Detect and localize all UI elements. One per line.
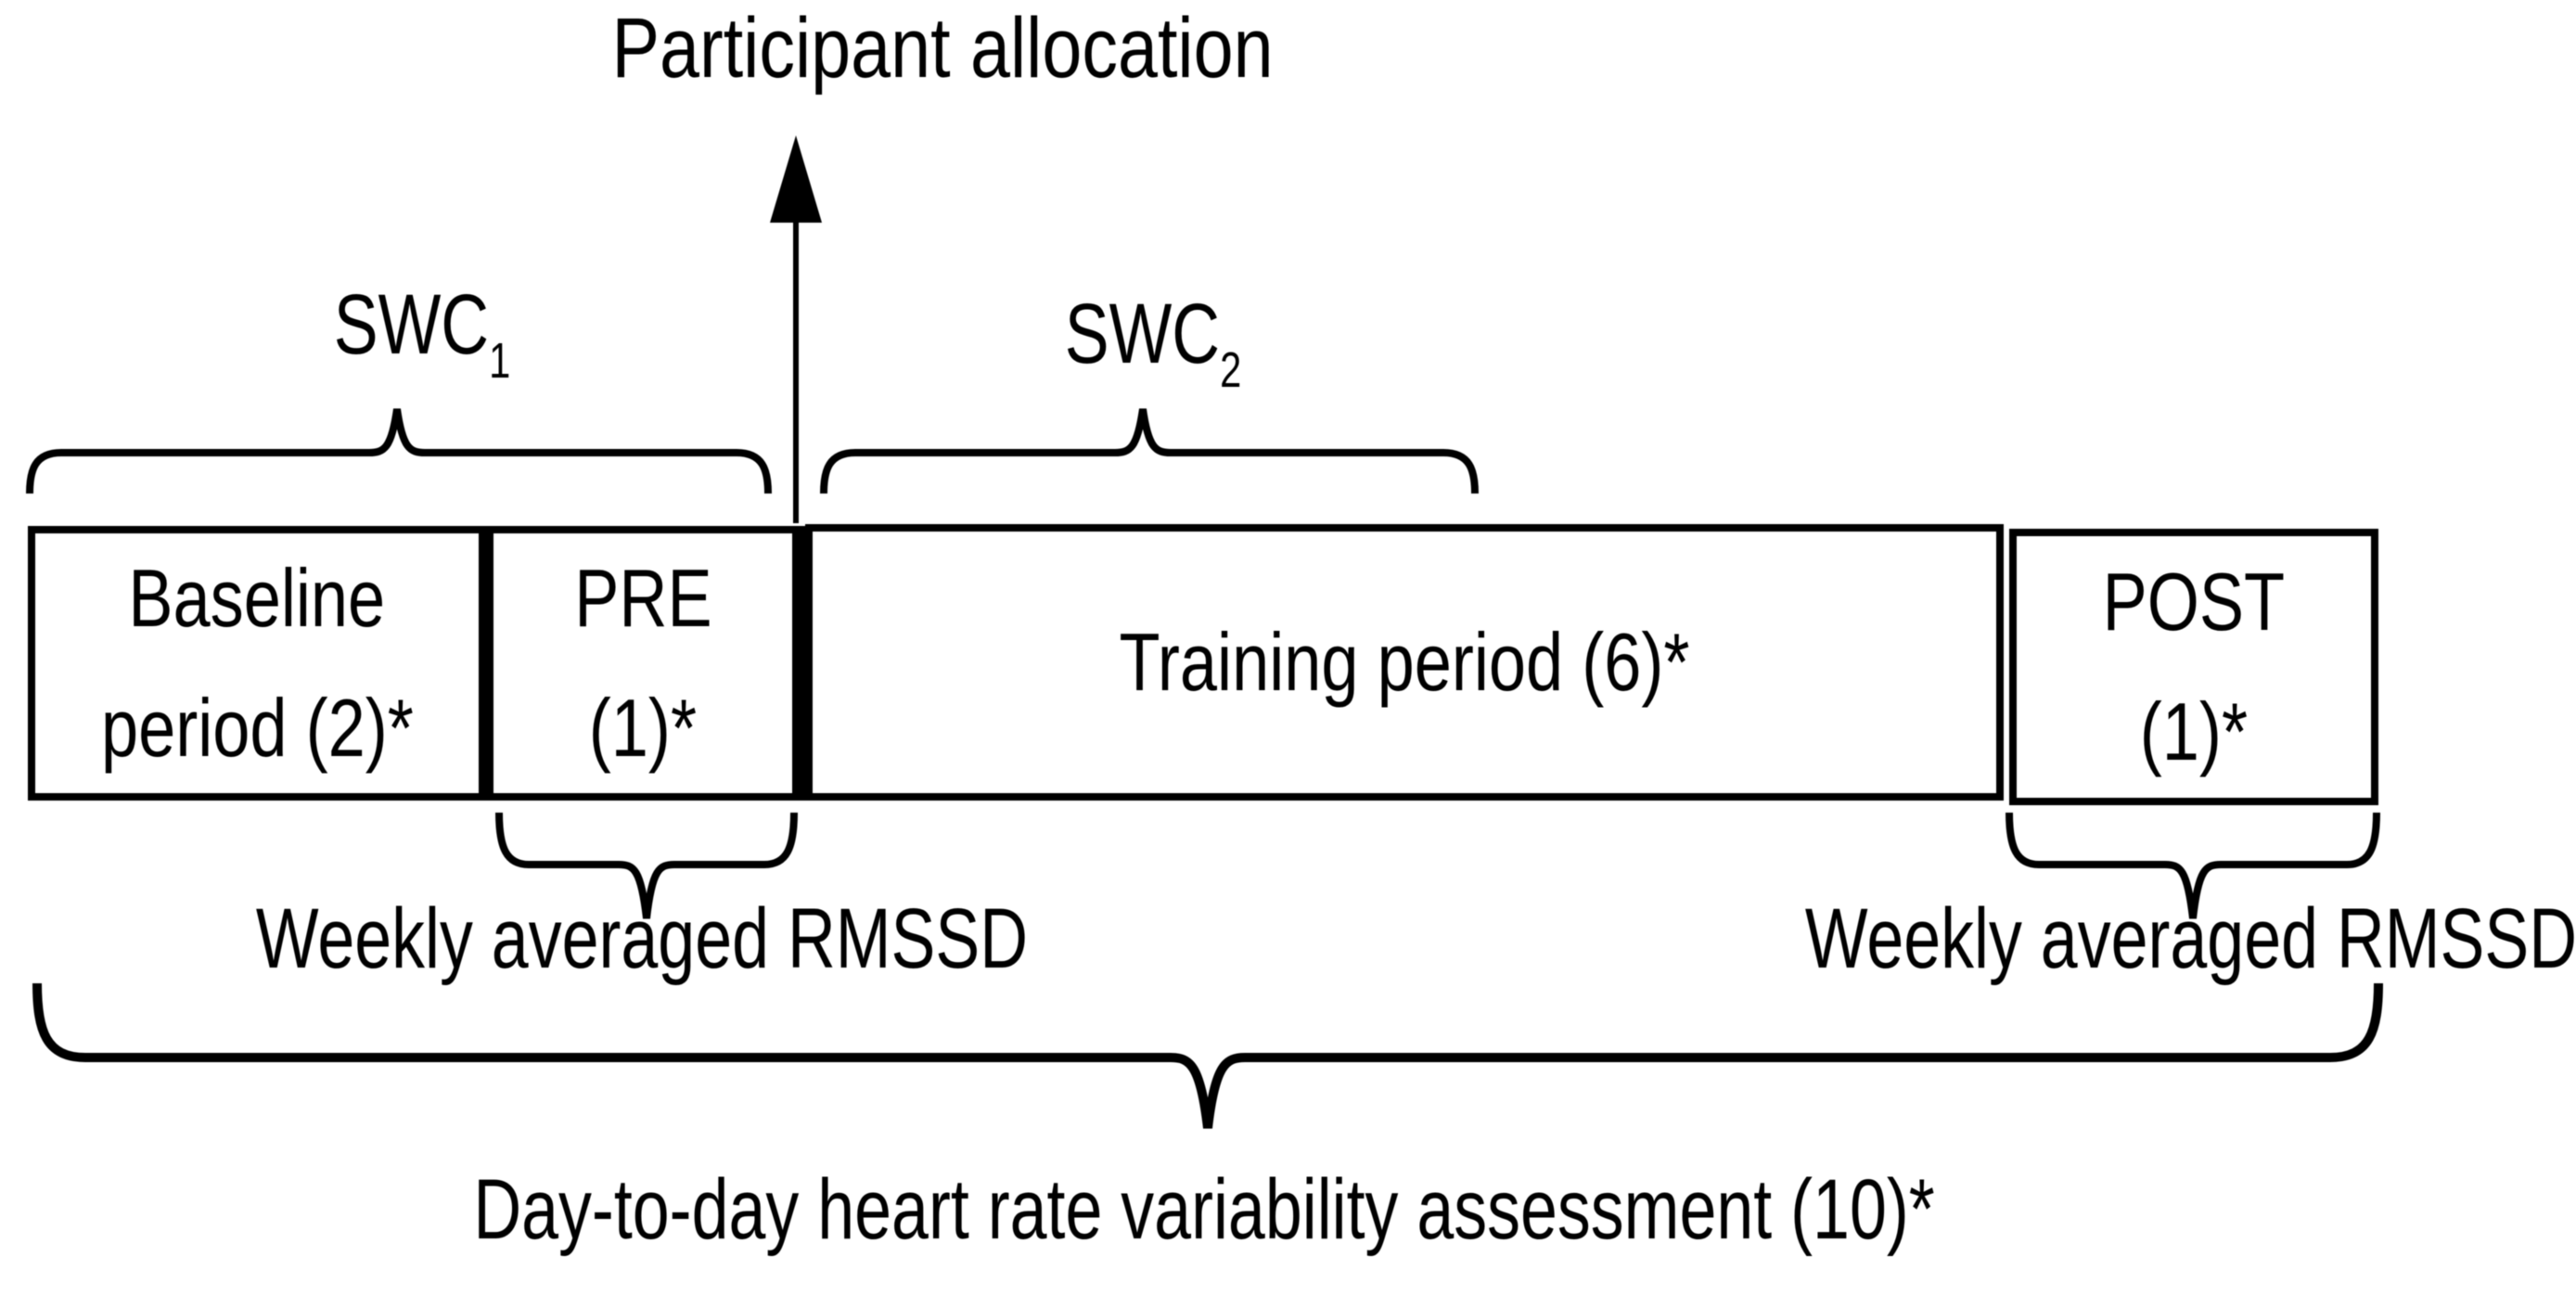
timeline-box-pre: PRE (1)* bbox=[486, 526, 800, 801]
pre-box-line2: (1)* bbox=[588, 682, 698, 774]
swc2-brace bbox=[820, 408, 1479, 494]
swc1-subscript: 1 bbox=[489, 334, 511, 389]
timeline-box-post: POST (1)* bbox=[2009, 529, 2378, 805]
swc1-label: SWC1 bbox=[309, 277, 535, 386]
page-title-text: Participant allocation bbox=[611, 1, 1274, 96]
timeline-box-training: Training period (6)* bbox=[805, 524, 2004, 801]
timeline-box-baseline: Baseline period (2)* bbox=[28, 526, 486, 801]
swc2-base: SWC bbox=[1064, 287, 1221, 381]
weekly-rmssd-right-label: Weekly averaged RMSSD bbox=[1804, 891, 2576, 986]
allocation-arrow-head-icon bbox=[770, 135, 822, 223]
post-box-line2: (1)* bbox=[2139, 686, 2249, 777]
training-box-line1: Training period (6)* bbox=[1119, 616, 1690, 708]
day-to-day-assessment-brace bbox=[32, 982, 2383, 1129]
weekly-rmssd-left-label: Weekly averaged RMSSD bbox=[255, 891, 1029, 986]
pre-box-line1: PRE bbox=[573, 552, 712, 644]
swc2-subscript: 2 bbox=[1220, 343, 1242, 398]
swc1-brace bbox=[26, 408, 772, 494]
swc1-base: SWC bbox=[333, 277, 490, 372]
baseline-box-line2: period (2)* bbox=[100, 682, 414, 774]
day-to-day-hrv-label: Day-to-day heart rate variability assess… bbox=[473, 1162, 1935, 1257]
page-title: Participant allocation bbox=[549, 2, 1337, 95]
post-box-line1: POST bbox=[2102, 556, 2286, 648]
swc2-label: SWC2 bbox=[1040, 287, 1266, 395]
baseline-box-line1: Baseline bbox=[128, 552, 386, 644]
